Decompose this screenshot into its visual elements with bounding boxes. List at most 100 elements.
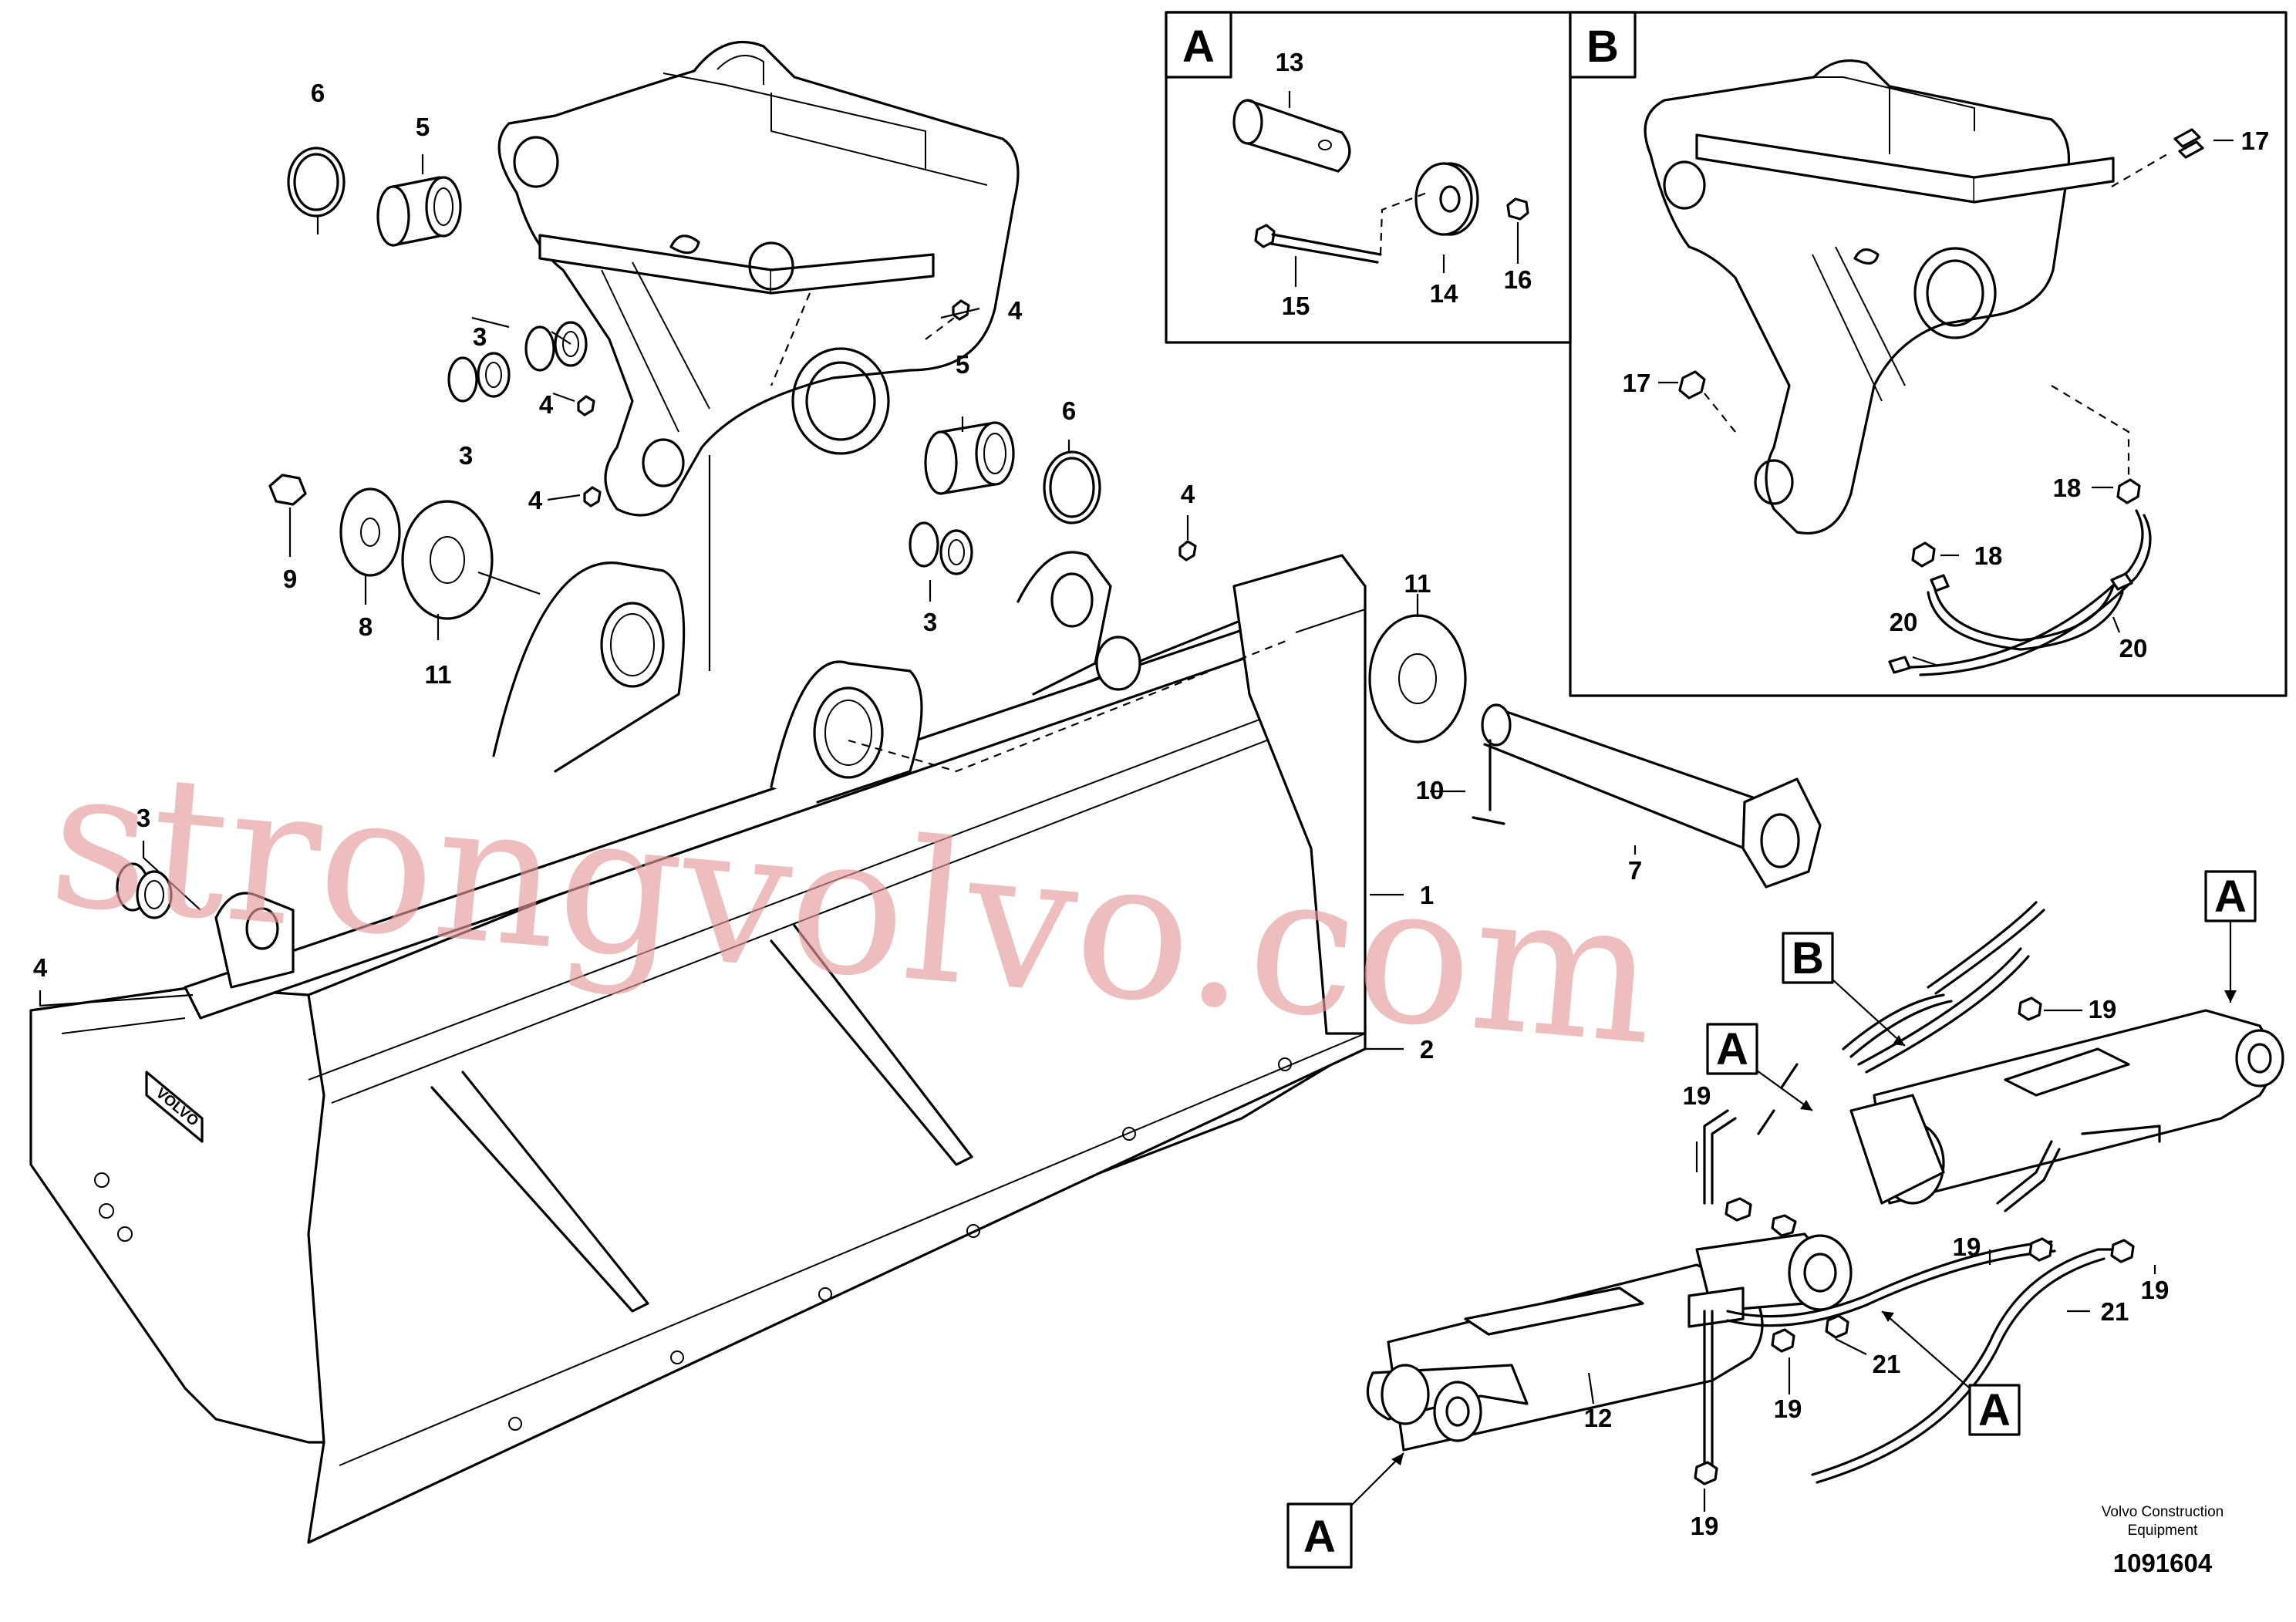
bushing-5-upper [376, 176, 462, 247]
detail-box-a-label: A [1182, 22, 1215, 72]
label-4-a: 4 [1008, 296, 1023, 325]
fitting-19-a [1725, 1197, 1752, 1222]
label-10: 10 [1416, 776, 1445, 804]
label-19-c: 19 [1953, 1233, 1981, 1261]
label-3-a: 3 [473, 322, 487, 351]
label-3-c: 3 [923, 608, 937, 636]
bucket-drawing: VOLVO [29, 551, 1367, 1544]
footer-drawing-number: 1091604 [2113, 1549, 2213, 1577]
callout-a-upper-right: A [2204, 870, 2257, 1003]
nipple-4-d [1178, 540, 1197, 561]
nut-16-drawing [1506, 197, 1529, 221]
hoses-20-drawing [1888, 509, 2152, 676]
label-21-a: 21 [2101, 1297, 2129, 1326]
hoses-21-drawing [1703, 901, 2115, 1484]
label-11-right: 11 [1404, 569, 1431, 598]
label-3-d: 3 [137, 804, 150, 832]
label-13: 13 [1276, 48, 1304, 76]
label-7: 7 [1628, 856, 1642, 885]
bushing-3-c [909, 521, 973, 575]
label-21-b: 21 [1873, 1350, 1901, 1378]
detail-box-b: B [1569, 11, 2288, 697]
nipple-4-a [952, 299, 970, 321]
fitting-17-right [2173, 128, 2204, 159]
callout-b-cylinder: B [1782, 932, 1906, 1047]
label-17-right: 17 [2241, 126, 2270, 155]
label-18-upper: 18 [2053, 474, 2082, 502]
label-17-left: 17 [1623, 369, 1651, 397]
label-2: 2 [1420, 1035, 1434, 1064]
fitting-21-a [1825, 1314, 1849, 1339]
label-9: 9 [283, 565, 297, 593]
fitting-19-c [2018, 996, 2042, 1021]
washer-8-drawing [339, 487, 401, 577]
footer-company-line1: Volvo Construction [2102, 1504, 2224, 1520]
callout-a-middle: A [1706, 1023, 1813, 1111]
callout-a-text-2: A [1716, 1024, 1748, 1074]
pin-7-drawing [1481, 703, 1822, 889]
label-16: 16 [1504, 265, 1532, 294]
detail-box-b-label: B [1586, 22, 1619, 72]
label-12: 12 [1584, 1404, 1613, 1432]
footer-company-line2: Equipment [2128, 1523, 2199, 1539]
callout-a-bottom-left: A [1286, 1452, 1404, 1569]
pin-13-drawing [1232, 99, 1351, 173]
callout-a-text-3: A [1978, 1385, 2011, 1435]
fitting-21-b [2110, 1239, 2135, 1263]
label-3-b: 3 [459, 441, 473, 470]
fitting-19-b [1771, 1214, 1797, 1237]
label-6-upper: 6 [311, 79, 325, 107]
label-6-lower: 6 [1062, 396, 1076, 425]
label-19-d: 19 [2141, 1276, 2170, 1304]
fitting-19-f [1694, 1461, 1718, 1485]
label-20-left: 20 [1890, 608, 1918, 636]
lock-10-drawing [1472, 739, 1505, 825]
volvo-logo-plate [145, 1071, 204, 1143]
bushing-5-lower [924, 421, 1015, 495]
label-18-lower: 18 [1974, 541, 2003, 570]
spacer-11-right [1368, 614, 1467, 744]
cylinder-upper-drawing [1849, 1009, 2284, 1205]
fitting-17-left [1678, 370, 1706, 400]
seal-6-lower [1043, 450, 1101, 524]
label-14: 14 [1430, 279, 1458, 308]
label-5-upper: 5 [416, 113, 430, 141]
bushing-3-d [116, 862, 173, 919]
label-15: 15 [1282, 292, 1310, 320]
bushing-3-a [524, 321, 588, 372]
detail-box-a: A 13 14 15 16 [1165, 11, 1572, 344]
seal-6-upper [287, 147, 346, 218]
coupler-main-drawing [497, 40, 1020, 517]
bushing-3-b [447, 352, 511, 403]
label-20-right: 20 [2119, 634, 2148, 663]
label-5-lower: 5 [956, 350, 969, 379]
label-19-b: 19 [1683, 1081, 1711, 1110]
spacer-11-left [401, 500, 494, 620]
bolt-15-drawing [1254, 224, 1382, 264]
label-11-left: 11 [425, 660, 452, 689]
callout-b-text: B [1792, 933, 1824, 983]
label-19-f: 19 [1691, 1512, 1719, 1540]
cylinder-lower-drawing [1366, 1233, 1853, 1452]
nipple-4-b [577, 395, 595, 416]
label-4-b: 4 [539, 390, 554, 419]
fitting-19-d [2028, 1237, 2053, 1262]
callout-a-text-1: A [2214, 872, 2247, 922]
callout-a-text-4: A [1303, 1512, 1336, 1562]
callout-a-lower-right: A [1881, 1310, 2021, 1436]
label-4-c: 4 [528, 486, 543, 514]
nipple-4-c [583, 486, 602, 508]
nut-9-drawing [268, 474, 307, 506]
label-8: 8 [359, 612, 373, 641]
label-4-d: 4 [1181, 480, 1195, 508]
label-19-a: 19 [2089, 995, 2117, 1023]
coupler-b-drawing [1644, 59, 2115, 534]
fitting-19-e [1771, 1328, 1795, 1353]
washer-14-drawing [1414, 162, 1479, 236]
label-1: 1 [1420, 881, 1434, 909]
label-19-e: 19 [1774, 1394, 1802, 1423]
label-4-e: 4 [33, 953, 48, 982]
fitting-18-lower [1911, 541, 1936, 568]
fitting-18-upper [2116, 478, 2141, 504]
